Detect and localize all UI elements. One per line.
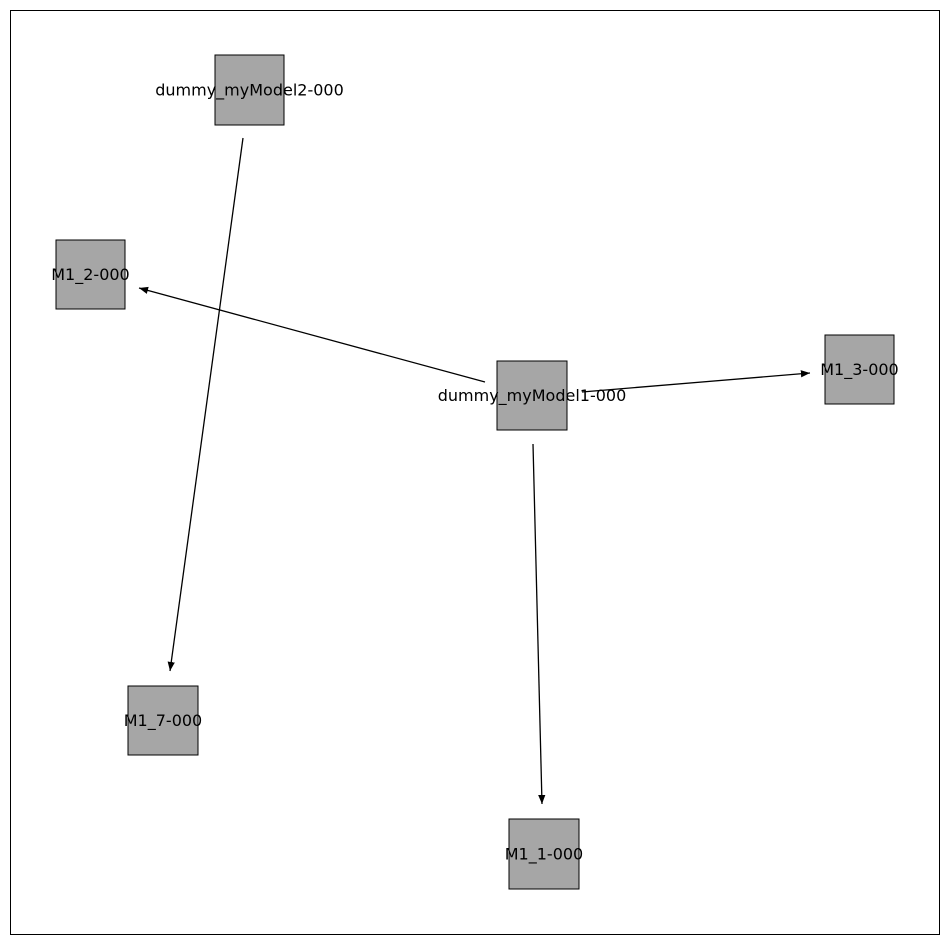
node-label: M1_3-000	[820, 360, 898, 380]
diagram-node[interactable]: M1_2-000	[51, 239, 130, 310]
diagram-node[interactable]: dummy_myModel2-000	[155, 54, 344, 126]
node-box[interactable]	[55, 239, 126, 310]
node-box[interactable]	[508, 818, 580, 890]
node-box[interactable]	[824, 334, 895, 405]
diagram-frame	[10, 10, 940, 935]
node-label: M1_1-000	[505, 845, 583, 865]
edge-arrow	[532, 443, 546, 805]
node-box[interactable]	[496, 360, 568, 431]
node-label: dummy_myModel1-000	[438, 386, 627, 406]
edges-layer	[138, 137, 811, 805]
diagram-node[interactable]: M1_7-000	[124, 685, 202, 756]
edge-arrow	[138, 286, 486, 383]
diagram-node[interactable]: dummy_myModel1-000	[438, 360, 627, 431]
diagram-node[interactable]: M1_1-000	[505, 818, 583, 890]
node-label: M1_7-000	[124, 711, 202, 731]
edge-arrow	[167, 137, 244, 672]
node-label: dummy_myModel2-000	[155, 81, 344, 101]
diagram-node[interactable]: M1_3-000	[820, 334, 899, 405]
node-box[interactable]	[214, 54, 285, 126]
node-box[interactable]	[127, 685, 199, 756]
node-label: M1_2-000	[51, 265, 129, 285]
edge-arrow	[581, 370, 811, 393]
